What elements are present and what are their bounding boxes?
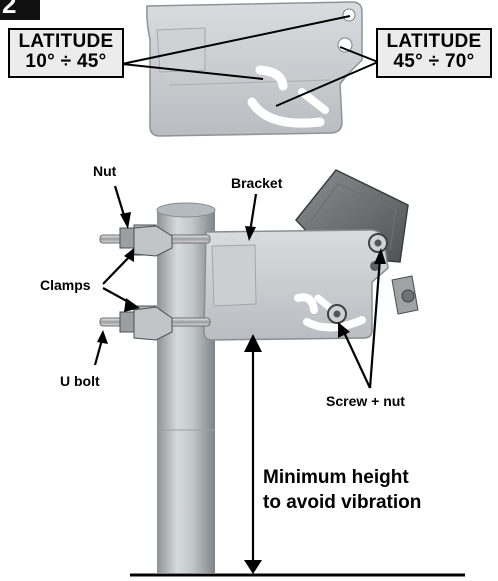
upper-clamp xyxy=(99,224,211,257)
bracket-plate-top xyxy=(146,1,363,137)
latitude-left-range: 10° ÷ 45° xyxy=(25,51,107,72)
latitude-box-left: LATITUDE 10° ÷ 45° xyxy=(8,28,124,78)
label-screw-nut: Screw + nut xyxy=(326,393,405,409)
lower-clamp xyxy=(99,305,211,341)
latitude-right-range: 45° ÷ 70° xyxy=(393,51,475,72)
step-number: 2 xyxy=(2,0,17,19)
label-min-height-line1: Minimum height xyxy=(263,467,409,488)
label-bracket: Bracket xyxy=(231,175,283,191)
bracket-mounted xyxy=(203,229,389,341)
step-number-block xyxy=(0,0,40,20)
latitude-right-title: LATITUDE xyxy=(386,31,482,52)
label-min-height-line2: to avoid vibration xyxy=(263,492,422,513)
label-u-bolt: U bolt xyxy=(60,373,100,389)
annotation-arrows xyxy=(93,185,386,574)
latitude-box-right: LATITUDE 45° ÷ 70° xyxy=(376,28,492,78)
label-nut: Nut xyxy=(93,163,117,179)
label-clamps: Clamps xyxy=(40,277,91,293)
latitude-left-title: LATITUDE xyxy=(18,31,114,52)
